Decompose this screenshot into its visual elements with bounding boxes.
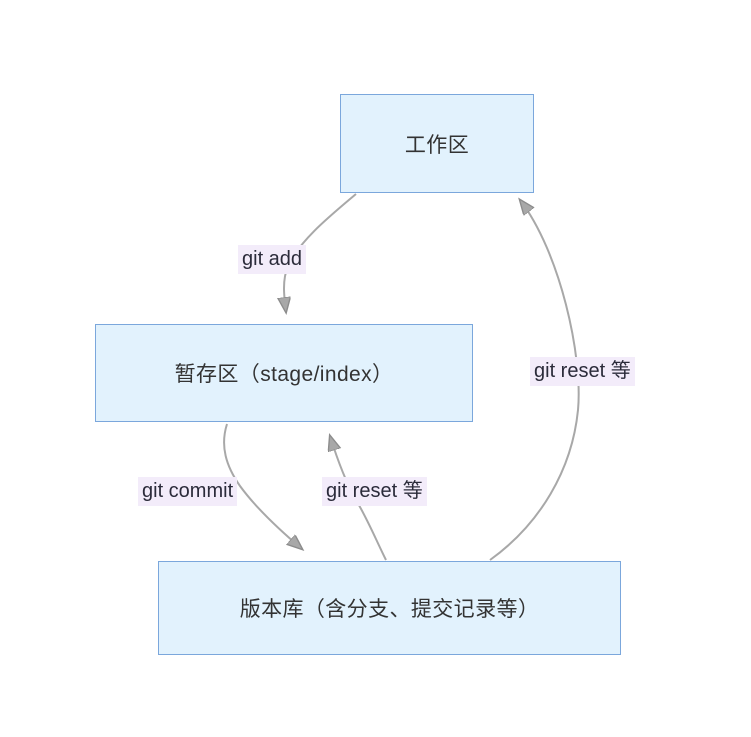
node-worktree-label: 工作区	[404, 133, 470, 157]
edge-label-git-reset-right: git reset 等	[530, 357, 635, 386]
node-worktree[interactable]: 工作区	[340, 94, 534, 193]
node-repository[interactable]: 版本库（含分支、提交记录等）	[158, 561, 621, 655]
edge-label-git-commit: git commit	[138, 477, 238, 506]
node-staging-area-label: 暂存区（stage/index）	[174, 363, 394, 386]
edge-label-git-add: git add	[238, 245, 307, 274]
node-repository-label: 版本库（含分支、提交记录等）	[239, 598, 540, 621]
node-staging-area[interactable]: 暂存区（stage/index）	[95, 324, 473, 422]
edge-label-git-reset-middle: git reset 等	[322, 477, 427, 506]
